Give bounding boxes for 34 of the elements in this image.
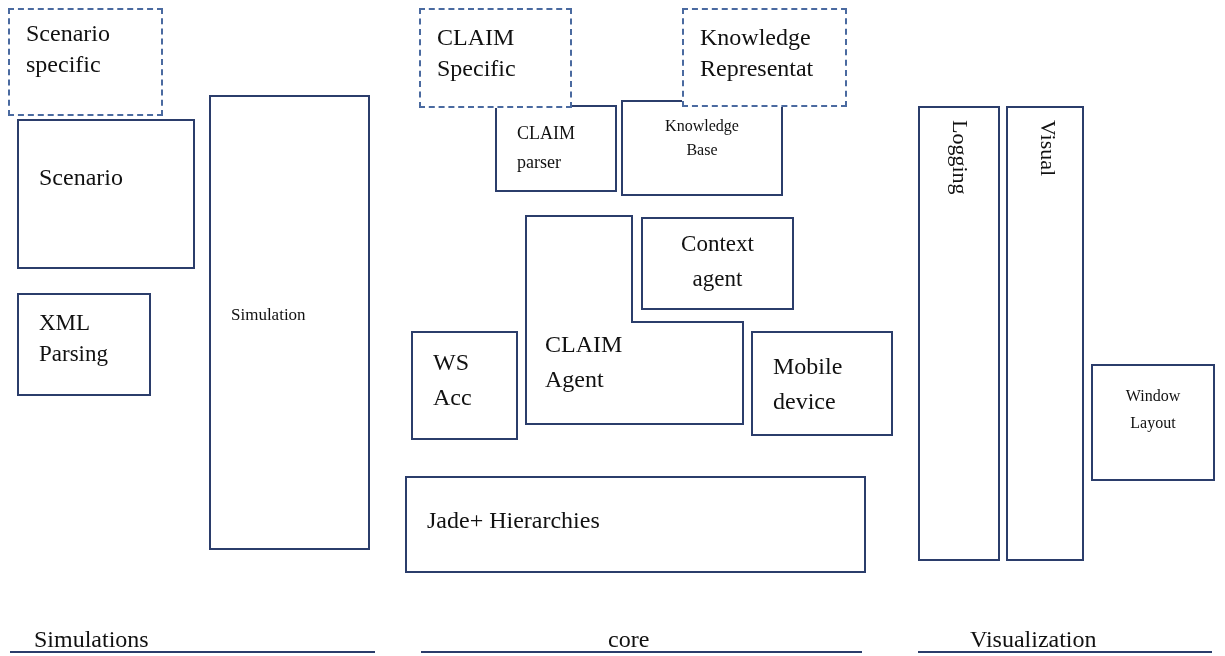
component-box [621, 100, 783, 196]
component-box [751, 331, 893, 436]
section-label: Simulations [34, 627, 149, 651]
box-label: Scenario specific [26, 19, 111, 80]
note-box [682, 8, 847, 107]
component-box [405, 476, 866, 573]
box-label: Window Layout [1125, 386, 1181, 434]
component-box [1006, 106, 1084, 561]
box-label: Knowledge Base [665, 116, 739, 160]
box-label: Mobile device [773, 352, 844, 416]
component-box [17, 119, 195, 269]
box-label: Simulation [231, 304, 307, 326]
note-box [419, 8, 572, 108]
note-box [8, 8, 163, 116]
component-box [209, 95, 370, 550]
component-box [1091, 364, 1215, 481]
component-box [411, 331, 518, 440]
box-label: CLAIM Specific [437, 23, 517, 84]
component-box [641, 217, 794, 310]
section-label: Visualization [970, 627, 1097, 651]
component-box [918, 106, 1000, 561]
component-box [17, 293, 151, 396]
box-label: Visual [1035, 120, 1062, 177]
box-label: Logging [947, 120, 974, 195]
box-label: Scenario [39, 163, 124, 192]
box-label: CLAIM parser [517, 122, 576, 174]
section-label: core [608, 627, 650, 651]
box-label: WS Acc [433, 348, 472, 412]
box-label: XML Parsing [39, 309, 109, 369]
box-label: CLAIM Agent [545, 330, 623, 394]
box-label: Context agent [680, 230, 755, 293]
component-box [495, 105, 617, 192]
box-label: Jade+ Hierarchies [427, 506, 601, 535]
box-label: Knowledge Representat [700, 23, 815, 84]
